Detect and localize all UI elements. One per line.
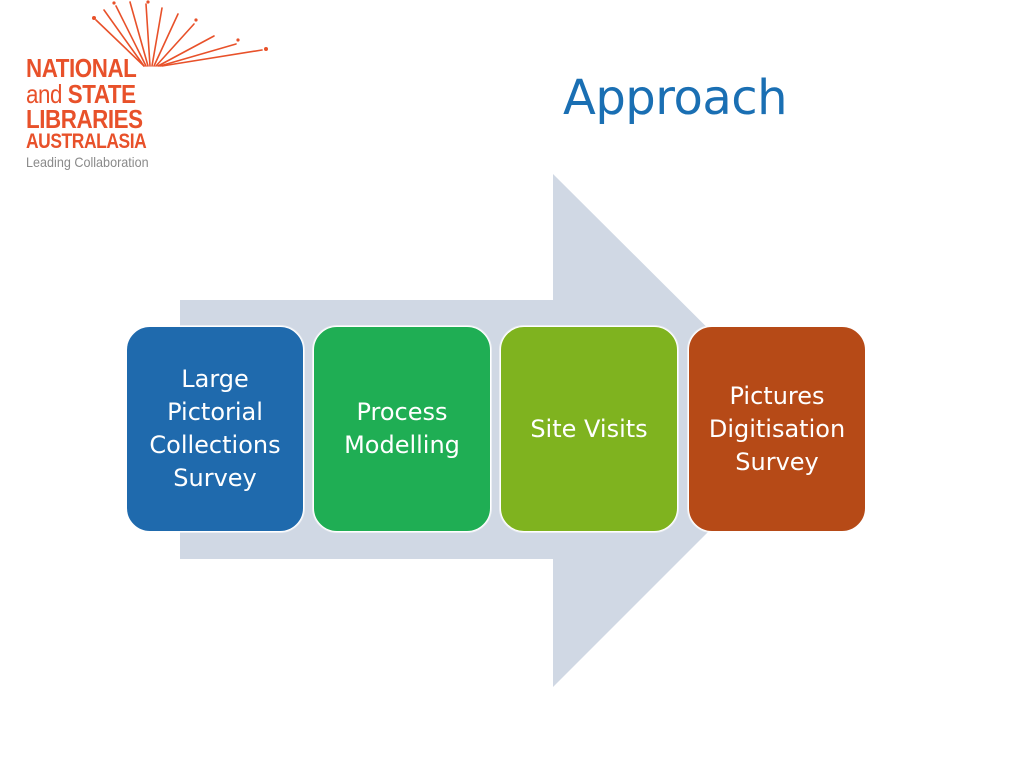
step-site-visits: Site Visits	[500, 326, 678, 532]
logo: NATIONAL and STATE LIBRARIES AUSTRALASIA…	[26, 0, 268, 180]
step-label: Large Pictorial Collections Survey	[149, 365, 281, 492]
step-pictures-digitisation-survey: Pictures Digitisation Survey	[688, 326, 866, 532]
step-label: Pictures Digitisation Survey	[708, 381, 846, 476]
logo-text-and-state: and STATE	[26, 81, 136, 107]
logo-text-national: NATIONAL	[26, 53, 137, 83]
step-process-modelling: Process Modelling	[313, 326, 491, 532]
logo-text-and: and	[26, 79, 68, 109]
logo-text-libraries: LIBRARIES	[26, 104, 143, 134]
step-large-pictorial-collections-survey: Large Pictorial Collections Survey	[126, 326, 304, 532]
process-arrow-shape	[180, 174, 810, 687]
logo-text-australasia: AUSTRALASIA	[26, 130, 147, 153]
logo-tagline: Leading Collaboration	[26, 154, 149, 170]
slide-title: Approach	[563, 70, 788, 126]
logo-text-state: STATE	[67, 79, 136, 109]
step-label: Site Visits	[530, 414, 648, 443]
logo-burst-icon	[92, 0, 268, 67]
step-label: Process Modelling	[344, 398, 460, 459]
